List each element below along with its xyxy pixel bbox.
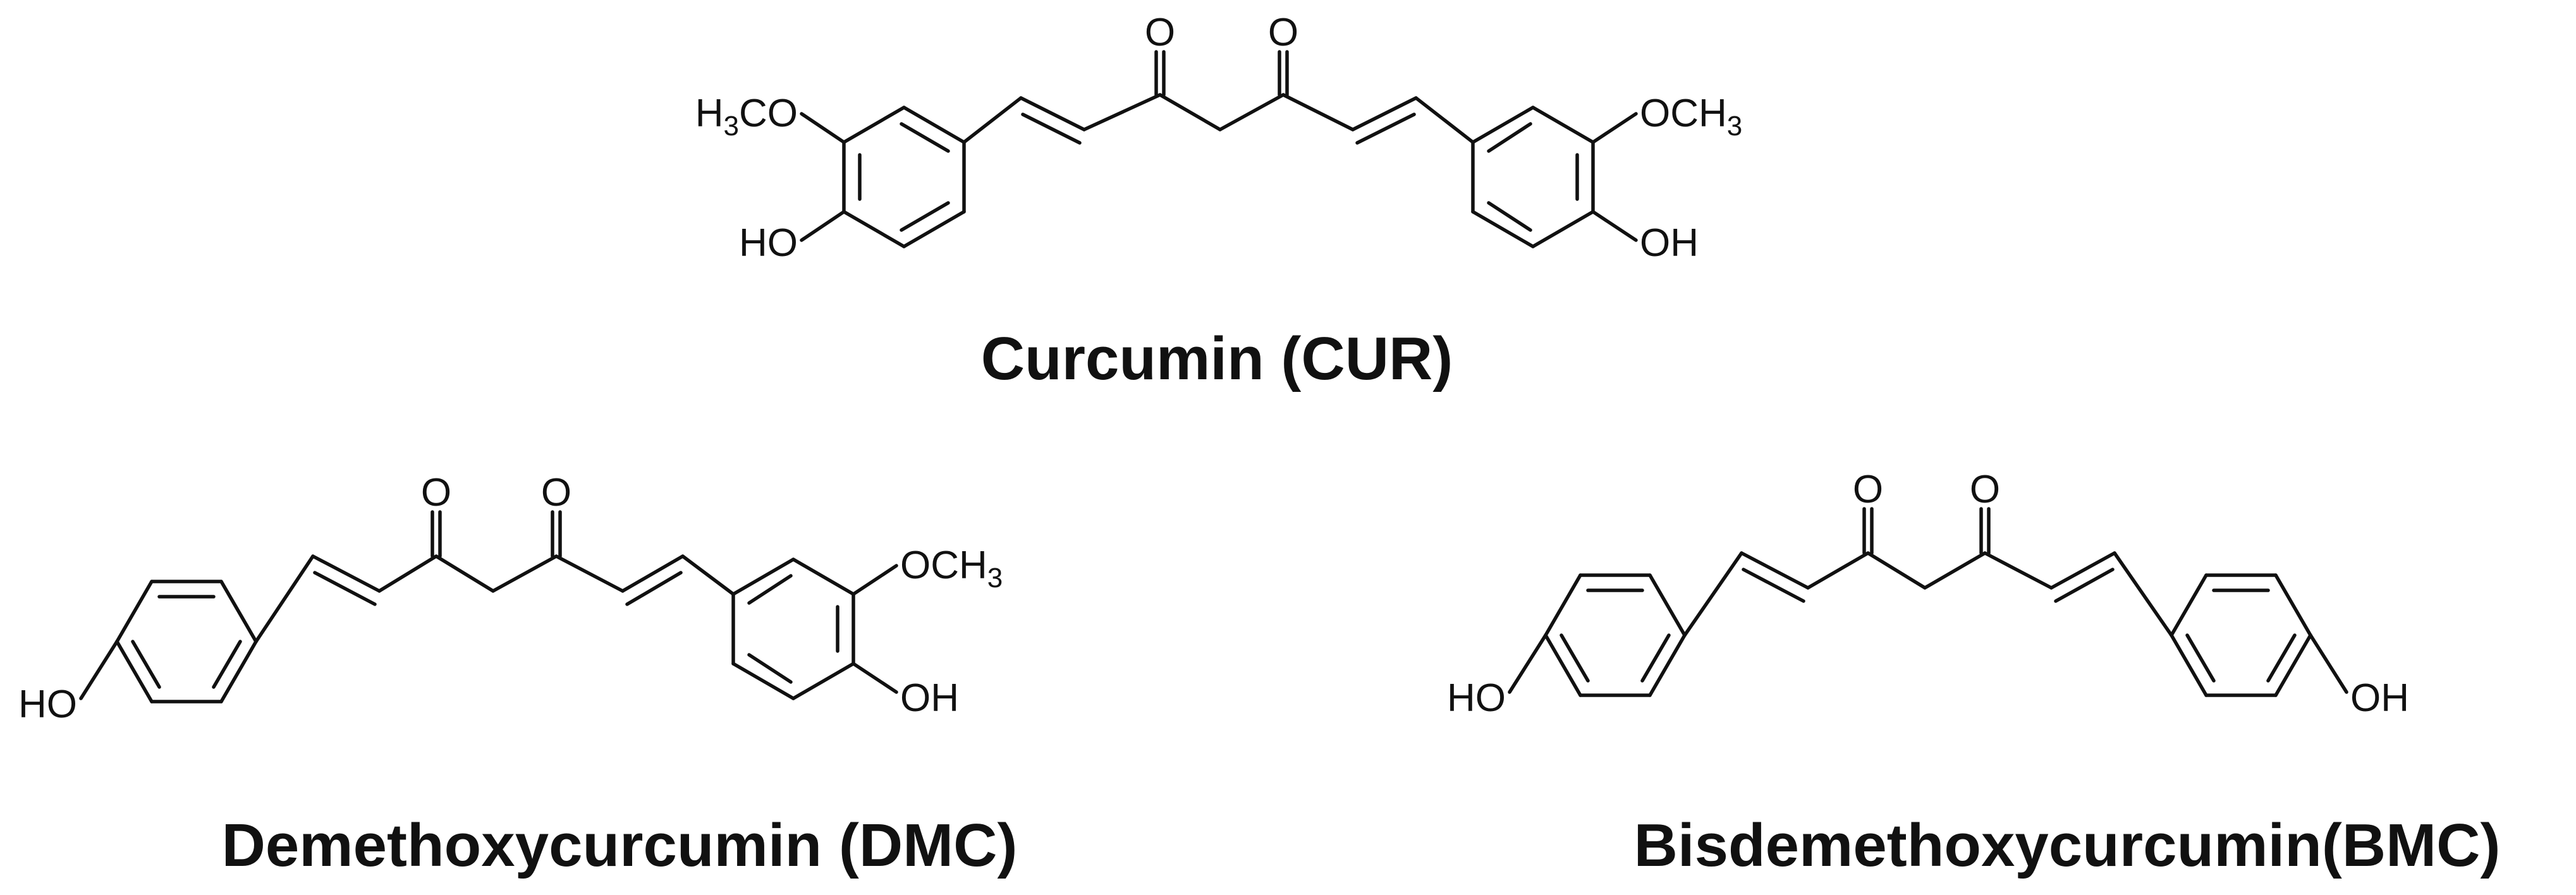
dmc-right-hydroxyl-label: OH	[900, 676, 959, 720]
curcumin-right-ring	[1471, 106, 1595, 248]
bmc-left-ring	[1544, 573, 1687, 697]
dmc-left-ring	[115, 580, 258, 703]
curcumin-carbonyl-left-label: O	[1145, 11, 1175, 54]
dmc-carbonyl-right-label: O	[541, 471, 571, 514]
curcumin-carbonyl-right-label: O	[1268, 11, 1298, 54]
curcumin-right-methoxy-label: OCH3	[1640, 92, 1742, 142]
curcumin-left-hydroxyl-label: HO	[739, 221, 798, 265]
bmc-carbonyl-right-label: O	[1970, 468, 2000, 511]
dmc-carbonyl-left-label: O	[421, 471, 451, 514]
structure-bisdemethoxycurcumin: HO O O OH Bisdemethoxycurcumin(BMC)	[1447, 468, 2500, 879]
curcumin-right-hydroxyl-label: OH	[1640, 221, 1699, 265]
curcumin-name-label: Curcumin (CUR)	[981, 325, 1453, 393]
bmc-right-hydroxyl-label: OH	[2350, 676, 2409, 720]
dmc-right-ring	[731, 557, 855, 700]
curcumin-left-ring	[842, 106, 966, 248]
bmc-carbonyl-left-label: O	[1853, 468, 1883, 511]
dmc-right-methoxy-label: OCH3	[900, 544, 1003, 594]
bmc-right-ring	[2170, 573, 2312, 697]
dmc-left-hydroxyl-label: HO	[18, 683, 77, 726]
curcumin-left-methoxy-label: H3CO	[695, 92, 798, 142]
structure-curcumin: H3CO HO O O OCH3 OH Curcumin (CUR)	[695, 11, 1743, 393]
dmc-name-label: Demethoxycurcumin (DMC)	[222, 812, 1018, 879]
bmc-left-hydroxyl-label: HO	[1447, 676, 1506, 720]
bmc-name-label: Bisdemethoxycurcumin(BMC)	[1634, 812, 2501, 879]
structure-demethoxycurcumin: HO O O OCH3 OH Demethoxycurcumin (DMC)	[18, 471, 1017, 879]
